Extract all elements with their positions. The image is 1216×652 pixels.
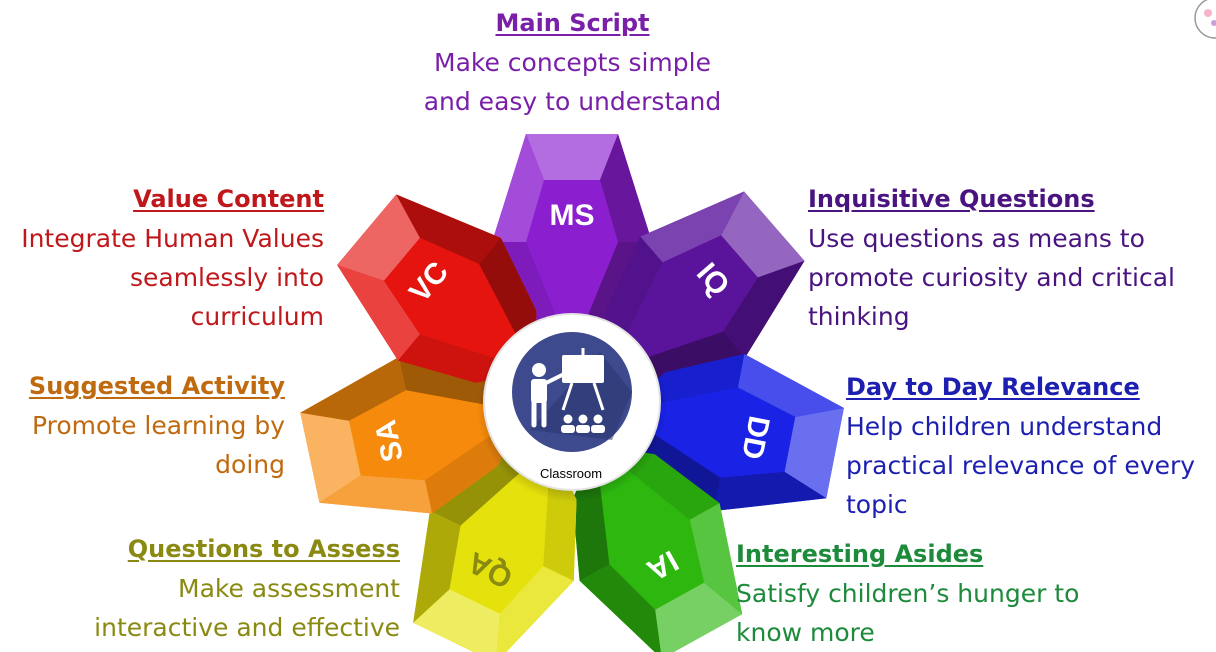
center-label: Classroom [540, 466, 602, 481]
title-ms: Main Script [495, 9, 650, 37]
label-sa: Suggested Activity Promote learning by d… [0, 367, 285, 484]
classroom-icon [531, 348, 605, 433]
desc-dd-2: practical relevance of every [846, 451, 1196, 480]
label-dd: Day to Day Relevance Help children under… [846, 368, 1208, 524]
label-qa: Questions to Assess Make assessment inte… [40, 530, 400, 647]
title-vc: Value Content [133, 185, 324, 213]
title-ia: Interesting Asides [736, 540, 984, 568]
desc-dd-1: Help children understand [846, 412, 1163, 441]
petal-abbr-dd: DD [735, 413, 776, 462]
desc-iq-2: promote curiosity and critical [808, 263, 1176, 292]
desc-vc-1: Integrate Human Values [21, 224, 324, 253]
label-ia: Interesting Asides Satisfy children’s hu… [736, 535, 1136, 652]
desc-vc-2: seamlessly into [129, 263, 324, 292]
title-iq: Inquisitive Questions [808, 185, 1095, 213]
title-dd: Day to Day Relevance [846, 373, 1140, 401]
title-sa: Suggested Activity [28, 372, 285, 400]
desc-ia-2: know more [736, 618, 875, 647]
label-iq: Inquisitive Questions Use questions as m… [808, 180, 1208, 336]
desc-dd-3: topic [846, 490, 908, 519]
desc-iq-3: thinking [808, 302, 910, 331]
desc-iq-1: Use questions as means to [808, 224, 1145, 253]
corner-logo-icon [1194, 0, 1216, 39]
desc-sa-1: Promote learning by [31, 411, 285, 440]
petal-qa: QA [413, 445, 577, 652]
center-hub: Classroom [477, 312, 667, 502]
title-qa: Questions to Assess [127, 535, 400, 563]
petal-abbr-ms: MS [550, 199, 595, 232]
desc-ia-1: Satisfy children’s hunger to [736, 579, 1080, 608]
label-vc: Value Content Integrate Human Values sea… [0, 180, 324, 336]
desc-sa-2: doing [215, 450, 285, 479]
petal-ms: MS [492, 134, 652, 354]
desc-qa-1: Make assessment [178, 574, 400, 603]
label-ms: Main Script Make concepts simple and eas… [380, 4, 765, 121]
desc-ms-2: and easy to understand [423, 87, 722, 116]
petal-ia: IA [572, 443, 743, 652]
desc-ms-1: Make concepts simple [434, 48, 711, 77]
desc-vc-3: curriculum [190, 302, 324, 331]
desc-qa-2: interactive and effective [94, 613, 400, 642]
petal-iq: IQ [606, 191, 805, 382]
petal-vc: VC [337, 194, 537, 383]
